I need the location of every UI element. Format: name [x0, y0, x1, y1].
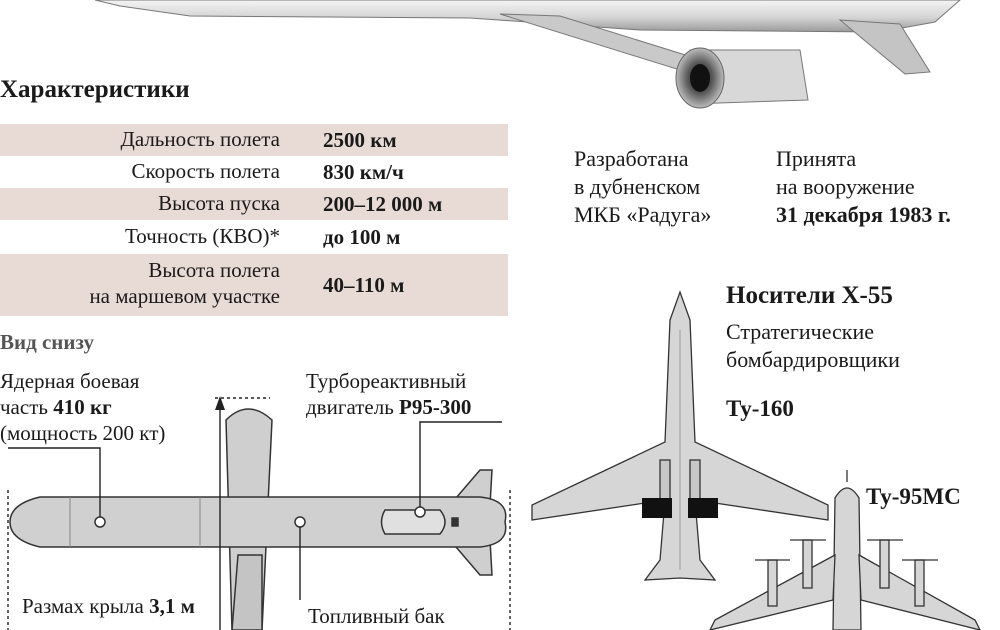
- warhead-line: (мощность 200 кт): [0, 421, 166, 445]
- spec-label: Высота пуска: [158, 191, 280, 215]
- characteristics-title: Характеристики: [0, 76, 190, 103]
- spec-value: 200–12 000 м: [323, 192, 443, 216]
- spec-value: 830 км/ч: [323, 160, 404, 184]
- adopted-line: на вооружение: [776, 174, 915, 199]
- wingspan-value: 3,1 м: [149, 594, 195, 618]
- engine-prefix: двигатель: [306, 395, 400, 419]
- warhead-weight: 410 кг: [53, 395, 112, 419]
- carriers-subtitle-line: бомбардировщики: [726, 347, 900, 372]
- engine-label: Турбореактивный двигатель Р95-300: [306, 368, 471, 420]
- wingspan-prefix: Размах крыла: [22, 594, 150, 618]
- aircraft-tu95ms-label: Ту-95МС: [866, 484, 961, 509]
- adopted-line: Принята: [776, 146, 857, 171]
- tu160-engine-icon: [688, 498, 718, 518]
- warhead-prefix: часть: [0, 395, 54, 419]
- dimension-arrow-icon: [215, 396, 225, 410]
- carriers-title: Носители Х-55: [726, 282, 893, 309]
- tu160-engine-icon: [642, 498, 672, 518]
- spec-label: на маршевом участке: [89, 284, 280, 308]
- missile-bottom-view: [9, 408, 507, 630]
- adopted-date: 31 декабря 1983 г.: [776, 202, 951, 227]
- spec-label: Скорость полета: [131, 159, 280, 183]
- missile-3d-view: [94, 0, 961, 109]
- carriers-subtitle-line: Стратегические: [726, 319, 875, 344]
- wingspan-label: Размах крыла 3,1 м: [22, 593, 195, 619]
- tu160-silhouette: [531, 290, 829, 581]
- spec-value: 40–110 м: [323, 273, 405, 297]
- fuel-tank-label: Топливный бак: [308, 604, 445, 628]
- developed-line: в дубненском: [574, 174, 701, 199]
- spec-row: Высота полета на маршевом участке 40–110…: [0, 254, 508, 316]
- spec-value: 2500 км: [323, 128, 397, 152]
- spec-row: Высота пуска 200–12 000 м: [0, 188, 508, 220]
- warhead-line: Ядерная боевая: [0, 369, 140, 393]
- engine-line: Турбореактивный: [306, 369, 467, 393]
- developed-line: Разработана: [574, 146, 689, 171]
- spec-value: до 100 м: [323, 225, 401, 249]
- developed-note: Разработана в дубненском МКБ «Радуга»: [574, 145, 711, 229]
- spec-label: Дальность полета: [120, 127, 281, 151]
- aircraft-tu160-label: Ту-160: [726, 396, 794, 421]
- warhead-label: Ядерная боевая часть 410 кг (мощность 20…: [0, 368, 165, 446]
- tu95ms-silhouette: [709, 470, 981, 630]
- spec-row: Скорость полета 830 км/ч: [0, 156, 508, 188]
- spec-label: Высота полета: [148, 258, 280, 282]
- bottom-view-title: Вид снизу: [0, 330, 94, 354]
- carriers-subtitle: Стратегические бомбардировщики: [726, 318, 900, 374]
- adopted-note: Принята на вооружение 31 декабря 1983 г.: [776, 145, 951, 229]
- callout-lines: [7, 397, 511, 630]
- engine-model: Р95-300: [399, 395, 472, 419]
- developed-line: МКБ «Радуга»: [574, 202, 712, 227]
- spec-label: Точность (КВО)*: [124, 224, 280, 248]
- spec-row: Дальность полета 2500 км: [0, 124, 508, 156]
- spec-row: Точность (КВО)* до 100 м: [0, 220, 508, 254]
